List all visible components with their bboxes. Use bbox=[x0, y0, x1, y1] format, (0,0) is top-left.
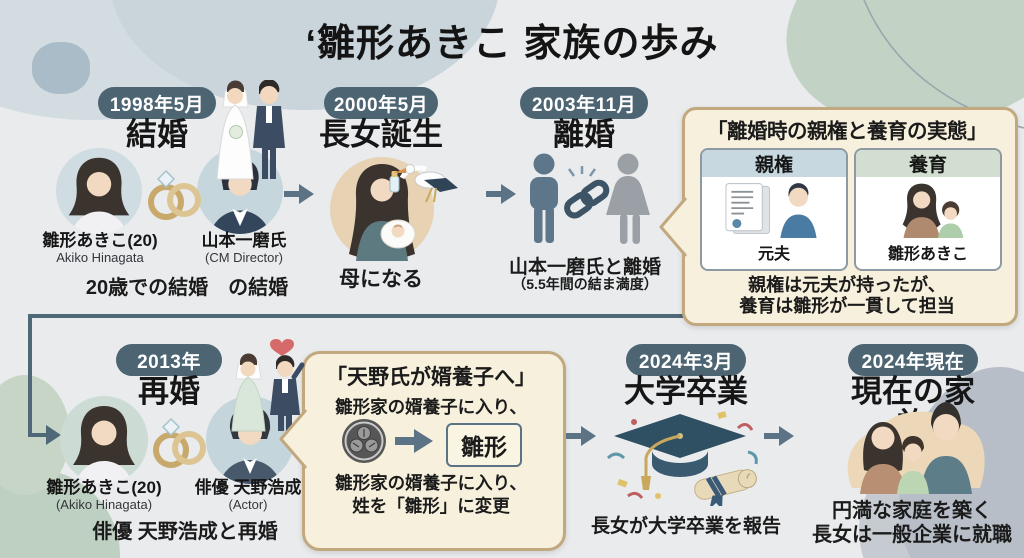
adoption-callout-pointer bbox=[279, 409, 307, 469]
person-label-yamamoto: 山本一磨氏 (CM Director) bbox=[176, 231, 312, 265]
wedding-rings-icon bbox=[143, 164, 205, 224]
timeline-connector-arrowhead bbox=[46, 425, 61, 445]
custody-callout-pointer bbox=[659, 197, 687, 257]
mother-baby-icon bbox=[324, 148, 458, 262]
woman-avatar-akiko-2 bbox=[60, 396, 148, 484]
event-current-caption-line2: 長女は一般企業に就職 bbox=[812, 524, 1012, 546]
event-remarriage-date-badge: 2013年 bbox=[116, 344, 222, 376]
custody-note-line1: 親権は元夫が持ったが、 bbox=[748, 275, 946, 295]
event-birth-date-badge: 2000年5月 bbox=[324, 87, 438, 119]
person-name: 俳優 天野浩成 bbox=[194, 478, 302, 497]
custody-card: 親権 元夫 bbox=[700, 148, 848, 271]
person-sub: (Actor) bbox=[228, 496, 268, 512]
person-label-amano: 俳優 天野浩成 (Actor) bbox=[178, 478, 318, 512]
mother-child-icon bbox=[856, 177, 1000, 240]
person-label-akiko-2: 雛形あきこ(20) (Akiko Hinagata) bbox=[28, 478, 180, 512]
event-graduation-title: 大学卒業 bbox=[624, 374, 748, 409]
care-card-header: 養育 bbox=[856, 150, 1000, 177]
event-marriage-date-badge: 1998年5月 bbox=[98, 87, 216, 119]
woman-avatar-akiko bbox=[56, 148, 142, 234]
person-name: 雛形あきこ(20) bbox=[42, 231, 158, 250]
page-title: ‘雛形あきこ 家族の歩み bbox=[305, 23, 719, 65]
event-remarriage-caption: 俳優 天野浩成と再婚 bbox=[92, 521, 278, 543]
person-sub: (CM Director) bbox=[205, 249, 283, 265]
care-card-label: 雛形あきこ bbox=[887, 246, 968, 263]
event-graduation-date-badge: 2024年3月 bbox=[626, 344, 746, 376]
event-divorce-title: 離婚 bbox=[553, 117, 615, 152]
care-card: 養育 雛形あきこ bbox=[854, 148, 1002, 271]
arrow-icon bbox=[764, 426, 794, 446]
event-current-caption-line1: 円満な家庭を築く bbox=[832, 500, 992, 522]
timeline-connector-vertical bbox=[28, 314, 32, 437]
custody-note-line2: 養育は雛形が一貫して担当 bbox=[739, 296, 955, 316]
arrow-icon bbox=[566, 426, 596, 446]
event-marriage-caption: 20歳での結婚 の結婚 bbox=[85, 277, 289, 299]
adoption-line3: 姓を「雛形」に変更 bbox=[352, 496, 510, 516]
hinagata-name-box: 雛形 bbox=[446, 423, 522, 467]
event-current-date-badge: 2024年現在 bbox=[848, 344, 978, 376]
adoption-line2: 雛形家の婿養子に入り、 bbox=[335, 473, 527, 493]
person-sub: Akiko Hinagata bbox=[56, 249, 144, 265]
family-crest-icon bbox=[341, 418, 387, 464]
event-birth-caption: 母になる bbox=[339, 268, 423, 291]
adoption-line1: 雛形家の婿養子に入り、 bbox=[335, 397, 527, 417]
event-divorce-caption-sub: （5.5年間の結ま満度） bbox=[512, 276, 658, 292]
event-graduation-caption: 長女が大学卒業を報告 bbox=[590, 516, 781, 537]
custody-card-header: 親権 bbox=[702, 150, 846, 177]
document-man-icon bbox=[702, 177, 846, 240]
arrow-icon bbox=[486, 184, 516, 204]
event-marriage-title: 結婚 bbox=[126, 117, 188, 152]
person-sub: (Akiko Hinagata) bbox=[55, 496, 153, 512]
custody-callout-title: 「離婚時の親権と養育の実態」 bbox=[707, 120, 988, 143]
timeline-connector-stub bbox=[28, 433, 48, 437]
event-divorce-date-badge: 2003年11月 bbox=[520, 87, 648, 119]
bride-groom-heart-icon bbox=[226, 333, 308, 433]
family-icon bbox=[834, 396, 992, 494]
divorce-figures-icon bbox=[512, 152, 660, 250]
arrow-icon bbox=[395, 429, 433, 453]
bride-groom-icon bbox=[213, 80, 289, 182]
person-name: 雛形あきこ(20) bbox=[46, 478, 162, 497]
event-divorce-caption: 山本一磨氏と離婚 bbox=[508, 257, 661, 278]
event-remarriage-title: 再婚 bbox=[138, 374, 200, 409]
person-name: 山本一磨氏 bbox=[201, 231, 287, 250]
graduation-cap-diploma-icon bbox=[598, 400, 774, 506]
adoption-callout-title: 「天野氏が婿養子へ」 bbox=[326, 366, 536, 389]
arrow-icon bbox=[284, 184, 314, 204]
decor-blob-top-left-3 bbox=[32, 42, 90, 94]
custody-card-label: 元夫 bbox=[757, 246, 790, 263]
wedding-rings-icon bbox=[148, 412, 210, 472]
timeline-connector-horizontal bbox=[28, 314, 684, 318]
person-label-akiko: 雛形あきこ(20) Akiko Hinagata bbox=[24, 231, 176, 265]
event-birth-title: 長女誕生 bbox=[319, 117, 443, 152]
